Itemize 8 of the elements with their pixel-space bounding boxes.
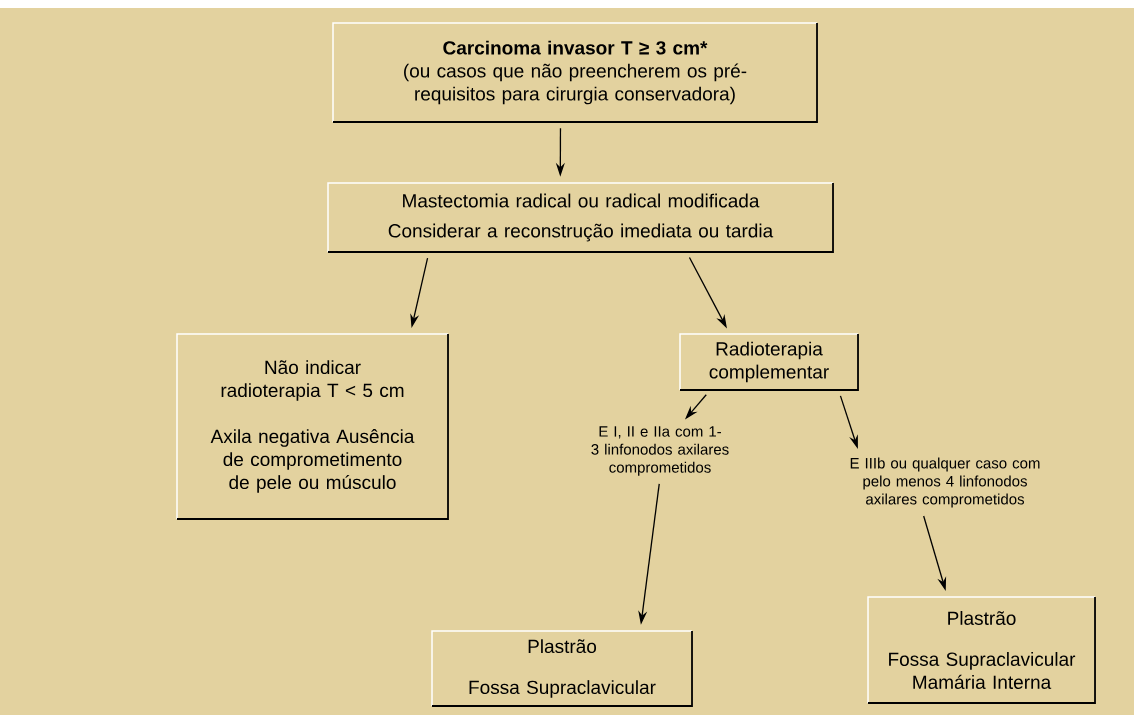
condition-text: E IIIb ou qualquer caso com pelo menos 4 linfonodos axilares comprometidos [850, 457, 1040, 508]
process-box: Plastrão Fossa Supraclavicular [431, 630, 693, 707]
process-box: Não indicar radioterapia T < 5 cm Axila negativa Ausência de comprometimento de pele ou músculo [176, 333, 449, 520]
process-box: Radioterapia complementar [679, 333, 859, 391]
condition-text: E I, II e IIa com 1-3 linfonodos axilares comprometidos [591, 426, 729, 476]
process-box: Carcinoma invasor T ≥ 3 cm* (ou casos que não preencherem os pré-requisitos para cirurgia conservadora) [332, 22, 818, 123]
process-box: Plastrão Fossa Supraclavicular Mamária Interna [867, 596, 1096, 704]
process-box: Mastectomia radical ou radical modificada Considerar a reconstrução imediata ou tardia [327, 182, 834, 253]
